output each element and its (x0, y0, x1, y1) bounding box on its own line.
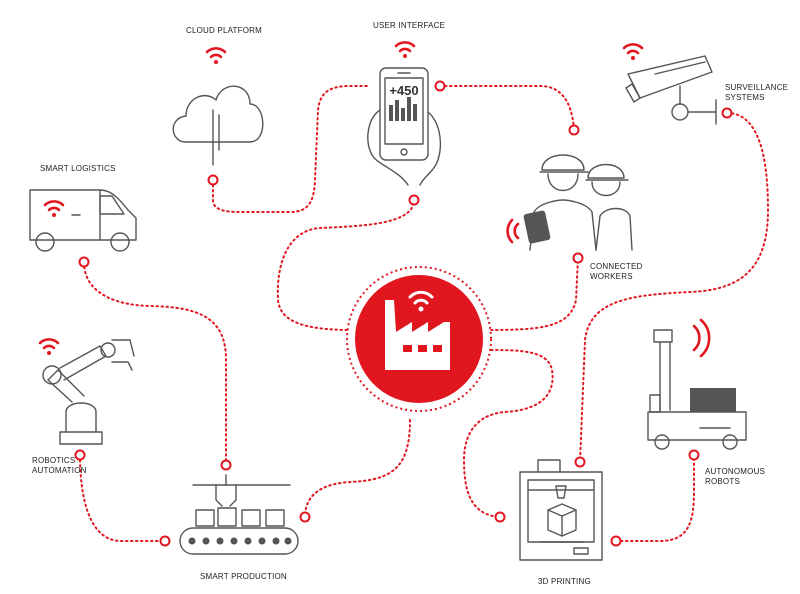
node-production-right[interactable] (299, 511, 311, 523)
label-robotics-line1: ROBOTICS (32, 456, 76, 465)
factory-wifi-icon (385, 290, 450, 370)
node-ui-bottom[interactable] (408, 194, 420, 206)
wifi-icon (394, 41, 416, 58)
label-cloud-platform: CLOUD PLATFORM (186, 26, 262, 35)
node-printing-left[interactable] (494, 511, 506, 523)
node-production-top[interactable] (220, 459, 232, 471)
node-ui[interactable] (434, 80, 446, 92)
label-connected-workers-line2: WORKERS (590, 272, 633, 281)
robot-arm-icon (38, 338, 135, 445)
node-printing-right[interactable] (610, 535, 622, 547)
3d-printer-icon (519, 459, 603, 561)
node-printing-top[interactable] (574, 456, 586, 468)
conveyor-belt-icon (179, 474, 299, 555)
label-autonomous-robots: AUTONOMOUS ROBOTS (705, 467, 765, 487)
cloud-icon (172, 47, 264, 166)
node-autonomous[interactable] (688, 449, 700, 461)
node-production-left[interactable] (159, 535, 171, 547)
forklift-robot-icon (647, 318, 747, 450)
label-connected-workers-line1: CONNECTED (590, 262, 643, 271)
label-surveillance-line2: SYSTEMS (725, 93, 765, 102)
label-smart-production: SMART PRODUCTION (200, 572, 287, 581)
node-robotics[interactable] (74, 449, 86, 461)
wifi-icon (43, 200, 65, 217)
label-robotics-line2: AUTOMATION (32, 466, 87, 475)
connector-paths (79, 85, 770, 542)
node-cloud[interactable] (207, 174, 219, 186)
workers-icon (506, 154, 633, 251)
node-surveillance[interactable] (721, 107, 733, 119)
connector-nodes (74, 80, 733, 547)
label-connected-workers: CONNECTED WORKERS (590, 262, 642, 282)
node-workers[interactable] (572, 252, 584, 264)
label-surveillance: SURVEILLANCE SYSTEMS (725, 83, 788, 103)
label-smart-logistics: SMART LOGISTICS (40, 164, 116, 173)
factory-hub[interactable] (346, 266, 492, 412)
smartphone-icon (367, 41, 442, 186)
wifi-icon (205, 47, 227, 64)
label-3d-printing: 3D PRINTING (538, 577, 591, 586)
label-autonomous-line1: AUTONOMOUS (705, 467, 766, 476)
wifi-icon (622, 43, 644, 60)
security-camera-icon (622, 43, 717, 125)
delivery-van-icon (29, 189, 137, 252)
node-workers-top[interactable] (568, 124, 580, 136)
wifi-icon (38, 338, 60, 355)
label-surveillance-line1: SURVEILLANCE (725, 83, 789, 92)
label-robotics: ROBOTICS AUTOMATION (32, 456, 87, 476)
node-logistics[interactable] (78, 256, 90, 268)
screen-value: +450 (389, 83, 418, 98)
label-autonomous-line2: ROBOTS (705, 477, 740, 486)
label-user-interface: USER INTERFACE (373, 21, 446, 30)
